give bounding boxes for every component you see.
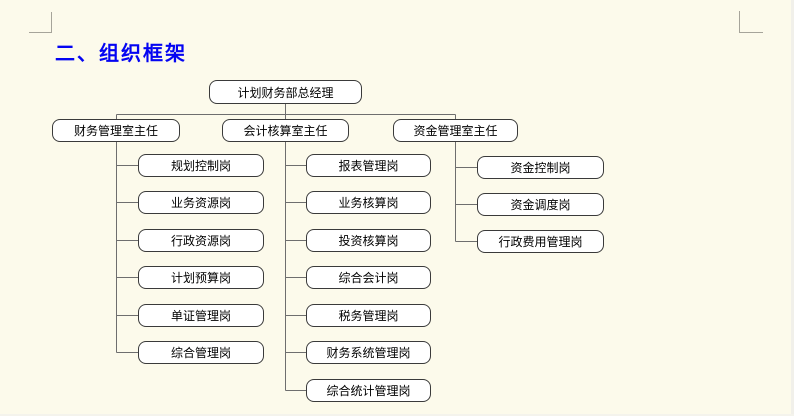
org-node-position: 业务核算岗 [306,191,431,214]
org-node-dept-head: 资金管理室主任 [393,119,518,142]
org-node-position: 财务系统管理岗 [306,341,431,364]
page-edge-right [791,0,794,416]
org-node-position: 行政资源岗 [138,229,264,252]
margin-mark-top-left [29,32,52,33]
margin-mark-top-left [51,12,52,33]
margin-mark-top-right [739,11,740,33]
org-node-position: 单证管理岗 [138,304,264,327]
section-title: 二、组织框架 [55,41,187,65]
org-node-position: 税务管理岗 [306,304,431,327]
org-node-position: 规划控制岗 [138,154,264,177]
org-node-dept-head: 财务管理室主任 [52,119,180,142]
page-edge-bottom [0,414,794,416]
org-node-position: 综合管理岗 [138,341,264,364]
margin-mark-top-right [739,32,763,33]
org-node-position: 报表管理岗 [306,154,431,177]
org-node-position: 综合统计管理岗 [306,379,431,402]
org-node-position: 资金控制岗 [477,156,604,179]
org-node-position: 计划预算岗 [138,266,264,289]
org-node-position: 业务资源岗 [138,191,264,214]
org-node-general-manager: 计划财务部总经理 [209,80,362,104]
org-node-position: 行政费用管理岗 [477,230,604,253]
org-node-position: 资金调度岗 [477,193,604,216]
org-node-dept-head: 会计核算室主任 [222,119,349,142]
org-node-position: 投资核算岗 [306,229,431,252]
org-node-position: 综合会计岗 [306,266,431,289]
